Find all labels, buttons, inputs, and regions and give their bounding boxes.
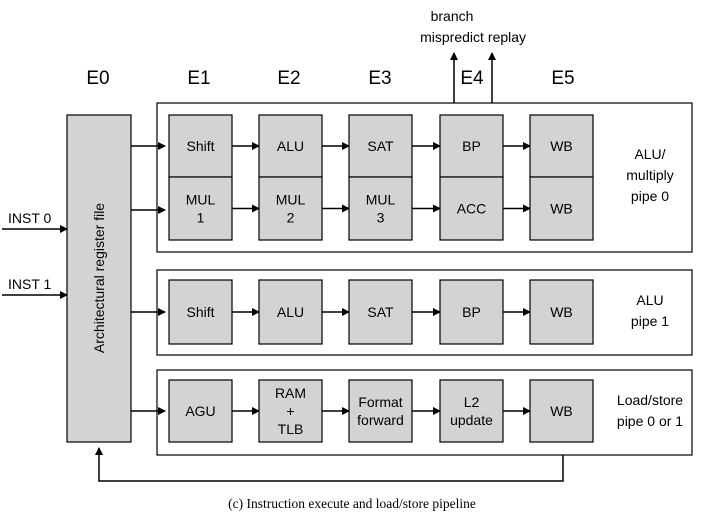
stage-label-pipe2-row0-col2-line0: Format <box>358 394 402 410</box>
stage-box-pipe1-row0-col4 <box>529 279 594 345</box>
stage-label-pipe1-row0-col2-line0: SAT <box>367 304 394 320</box>
stage-e0: E0 <box>86 68 109 89</box>
register-file-label: Architectural register file <box>91 203 107 353</box>
writeback-feedback-arrow <box>95 447 564 482</box>
stage-headers: E0 E1 E2 E3 E4 E5 <box>86 68 574 89</box>
figure-caption: (c) Instruction execute and load/store p… <box>228 496 476 511</box>
pipe-ls-label-line1: Load/store <box>617 392 683 408</box>
pipe-ls-label-line2: pipe 0 or 1 <box>617 413 683 429</box>
stage-label-pipe2-row0-col1-line2: TLB <box>278 421 304 437</box>
stage-label-pipe2-row0-col3-line0: L2 <box>464 394 480 410</box>
branch-label-line2: mispredict <box>420 29 484 45</box>
stage-box-pipe2-row0-col0 <box>168 379 233 443</box>
pipe-ls-container <box>156 369 693 456</box>
stage-label-pipe2-row0-col2-line1: forward <box>357 412 404 428</box>
stage-label-pipe0-row1-col4-line0: WB <box>550 201 573 217</box>
pipe0-label-line2: multiply <box>626 167 673 183</box>
stage-label-pipe0-row1-col3-line0: ACC <box>457 201 487 217</box>
pipe1-label-line1: ALU <box>636 292 663 308</box>
stage-e3: E3 <box>368 68 391 89</box>
stage-label-pipe2-row0-col1-line1: + <box>286 403 294 419</box>
stage-box-pipe1-row0-col2 <box>348 279 413 345</box>
stage-e2: E2 <box>277 68 300 89</box>
stage-label-pipe0-row0-col1-line0: ALU <box>277 138 304 154</box>
stage-box-pipe1-row0-col1 <box>258 279 323 345</box>
pipe0-label: ALU/ multiply pipe 0 <box>626 146 673 204</box>
stage-label-pipe0-row0-col3-line0: BP <box>462 138 481 154</box>
stage-label-pipe1-row0-col4-line0: WB <box>550 304 573 320</box>
pipe0-container <box>156 102 693 253</box>
stage-box-pipe0-row0-col1 <box>258 114 323 178</box>
stage-box-pipe0-row1-col4 <box>529 176 594 241</box>
stage-label-pipe1-row0-col0-line0: Shift <box>186 304 214 320</box>
branch-label-line1: branch <box>431 8 474 24</box>
replay-label: replay <box>488 29 526 45</box>
stage-box-pipe2-row0-col3 <box>439 379 504 443</box>
stage-label-pipe0-row0-col2-line0: SAT <box>367 138 394 154</box>
stage-box-pipe2-row0-col1 <box>258 379 323 443</box>
stage-label-pipe2-row0-col4-line0: WB <box>550 403 573 419</box>
stage-label-pipe2-row0-col1-line0: RAM <box>275 385 306 401</box>
stage-label-pipe0-row1-col0-line1: 1 <box>197 210 205 226</box>
stage-box-pipe0-row1-col2 <box>348 176 413 241</box>
stage-label-pipe2-row0-col3-line1: update <box>450 412 493 428</box>
stage-label-pipe0-row0-col4-line0: WB <box>550 138 573 154</box>
stage-box-pipe0-row1-col3 <box>439 176 504 241</box>
stage-box-pipe0-row1-col1 <box>258 176 323 241</box>
stage-e1: E1 <box>187 68 210 89</box>
stage-e5: E5 <box>551 68 574 89</box>
output-labels: branch mispredict replay <box>420 8 526 103</box>
inputs: INST 0 INST 1 <box>2 210 68 299</box>
stage-box-pipe1-row0-col0 <box>168 279 233 345</box>
pipe0-label-line1: ALU/ <box>634 146 665 162</box>
pipe1-label: ALU pipe 1 <box>631 292 669 329</box>
stage-box-pipe2-row0-col4 <box>529 379 594 443</box>
stage-box-pipe1-row0-col3 <box>439 279 504 345</box>
stage-box-pipe2-row0-col2 <box>348 379 413 443</box>
pipe0-label-line3: pipe 0 <box>631 188 669 204</box>
stage-label-pipe0-row1-col2-line1: 3 <box>377 210 385 226</box>
stage-label-pipe0-row0-col0-line0: Shift <box>186 138 214 154</box>
stage-label-pipe1-row0-col3-line0: BP <box>462 304 481 320</box>
inst1-label: INST 1 <box>8 276 52 292</box>
stage-label-pipe0-row1-col0-line0: MUL <box>186 192 216 208</box>
register-file-box <box>66 114 132 443</box>
pipe-ls-label: Load/store pipe 0 or 1 <box>617 392 683 429</box>
stage-label-pipe0-row1-col2-line0: MUL <box>366 192 396 208</box>
inst0-label: INST 0 <box>8 210 52 226</box>
stage-label-pipe0-row1-col1-line0: MUL <box>276 192 306 208</box>
pipe1-label-line2: pipe 1 <box>631 313 669 329</box>
stage-box-pipe0-row0-col4 <box>529 114 594 178</box>
stage-e4: E4 <box>460 68 484 89</box>
stage-label-pipe1-row0-col1-line0: ALU <box>277 304 304 320</box>
stage-label-pipe0-row1-col1-line1: 2 <box>287 210 295 226</box>
stage-label-pipe2-row0-col0-line0: AGU <box>185 403 215 419</box>
stage-box-pipe0-row1-col0 <box>168 176 233 241</box>
